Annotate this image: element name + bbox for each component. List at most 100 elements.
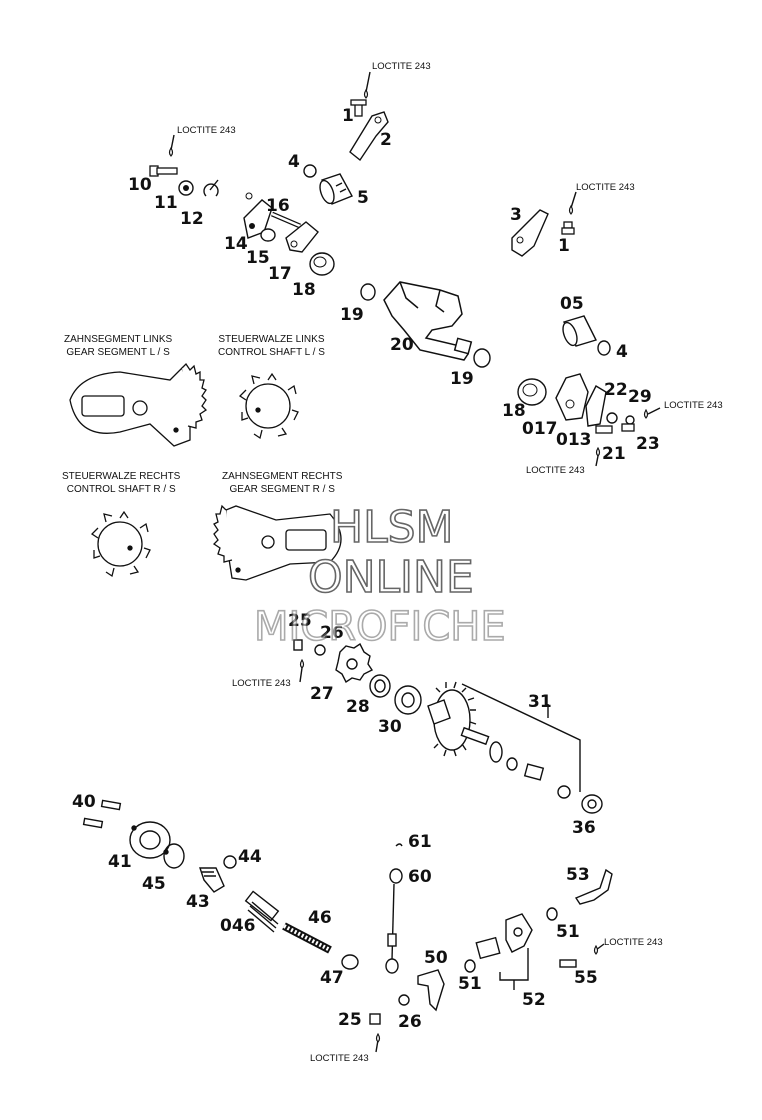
o-ring-19-left [360, 283, 376, 301]
segment-017 [555, 373, 589, 421]
gear-31 [427, 681, 503, 763]
callout-36: 36 [572, 818, 596, 838]
screw-25-bottom [369, 1013, 381, 1025]
rod-60-eye [389, 868, 403, 884]
screw-40b [82, 817, 104, 829]
screw-40a [100, 799, 122, 811]
shift-shaft-20 [383, 281, 473, 361]
spring-46 [282, 922, 332, 954]
loctite-drop-8 [375, 1032, 381, 1043]
loctite-leader-4 [647, 407, 661, 415]
o-ring-45 [163, 843, 185, 869]
loctite-drop-1 [363, 88, 369, 99]
o-ring-4-right [597, 340, 611, 356]
loctite-drop-5 [595, 446, 601, 457]
callout-4-top: 4 [288, 152, 300, 172]
callout-60: 60 [408, 867, 432, 887]
callout-61: 61 [408, 832, 432, 852]
callout-26-mid: 26 [320, 623, 344, 643]
callout-29: 29 [628, 387, 652, 407]
callout-28: 28 [346, 697, 370, 717]
loctite-label-5: LOCTITE 243 [526, 465, 585, 476]
callout-52: 52 [522, 990, 546, 1010]
loctite-label-7: LOCTITE 243 [604, 937, 663, 948]
lever-50 [417, 969, 445, 1012]
callout-12: 12 [180, 209, 204, 229]
watermark-line-1: HLSM [329, 501, 454, 554]
washer-15 [260, 228, 276, 242]
o-ring-19-right [473, 348, 491, 368]
washer-51-left [464, 959, 476, 973]
lever-2 [349, 111, 389, 162]
screw-23 [621, 423, 635, 432]
callout-5: 5 [357, 188, 369, 208]
rod-60-nut [387, 933, 397, 947]
sleeve-05 [562, 315, 597, 347]
screw-1-right [561, 221, 575, 235]
callout-11: 11 [154, 193, 178, 213]
bracket-52 [499, 948, 529, 990]
loctite-drop-2 [168, 146, 174, 157]
callout-046: 046 [220, 916, 256, 936]
loctite-leader-6 [299, 667, 303, 683]
callout-27: 27 [310, 684, 334, 704]
callout-1-top: 1 [342, 106, 354, 126]
callout-53: 53 [566, 865, 590, 885]
callout-19-right: 19 [450, 369, 474, 389]
callout-20: 20 [390, 335, 414, 355]
loctite-leader-1 [365, 71, 371, 93]
loctite-leader-2 [170, 134, 175, 151]
lever-3 [511, 209, 549, 257]
callout-18-top: 18 [292, 280, 316, 300]
valve-43 [199, 867, 225, 893]
callout-45: 45 [142, 874, 166, 894]
rod-60 [391, 883, 395, 961]
loctite-drop-6 [299, 658, 305, 669]
callout-3: 3 [510, 205, 522, 225]
loctite-drop-4 [643, 408, 649, 419]
washer-26-bottom [398, 994, 410, 1006]
lever-53 [574, 868, 613, 905]
spring-12 [203, 179, 219, 197]
callout-15: 15 [246, 248, 270, 268]
caption-gear-segment-right: ZAHNSEGMENT RECHTS GEAR SEGMENT R / S [222, 471, 343, 495]
bushing-31b [523, 763, 545, 781]
callout-50: 50 [424, 948, 448, 968]
lever-17 [285, 221, 319, 253]
callout-21: 21 [602, 444, 626, 464]
callout-22: 22 [604, 380, 628, 400]
loctite-label-8: LOCTITE 243 [310, 1053, 369, 1064]
caption-gear-segment-left: ZAHNSEGMENT LINKS GEAR SEGMENT L / S [64, 334, 173, 358]
washer-51-right [546, 907, 558, 921]
callout-013: 013 [556, 430, 592, 450]
gear-segment-right-drawing [212, 504, 342, 581]
bearing-11-core [183, 185, 189, 191]
washer-31c [557, 785, 571, 799]
callout-26-bottom: 26 [398, 1012, 422, 1032]
callout-55: 55 [574, 968, 598, 988]
gear-segment-left-drawing [69, 362, 208, 447]
loctite-label-3: LOCTITE 243 [576, 182, 635, 193]
caption-control-shaft-left: STEUERWALZE LINKS CONTROL SHAFT L / S [218, 334, 325, 358]
loctite-leader-5 [595, 455, 599, 467]
washer-31a [506, 757, 518, 771]
loctite-label-1: LOCTITE 243 [372, 61, 431, 72]
bushing-5 [319, 173, 353, 205]
callout-1-right: 1 [558, 236, 570, 256]
screw-25-mid [293, 639, 303, 651]
callout-18-right: 18 [502, 401, 526, 421]
callout-43: 43 [186, 892, 210, 912]
callout-10: 10 [128, 175, 152, 195]
control-shaft-left-drawing [238, 372, 299, 440]
o-ring-44 [223, 855, 237, 869]
callout-51-right: 51 [556, 922, 580, 942]
callout-4-right: 4 [616, 342, 628, 362]
lever-2-hole [374, 116, 382, 124]
callout-25-bottom: 25 [338, 1010, 362, 1030]
loctite-label-4: LOCTITE 243 [664, 400, 723, 411]
callout-25-mid: 25 [288, 611, 312, 631]
washer-22 [606, 412, 618, 424]
bracket-31 [461, 683, 581, 792]
